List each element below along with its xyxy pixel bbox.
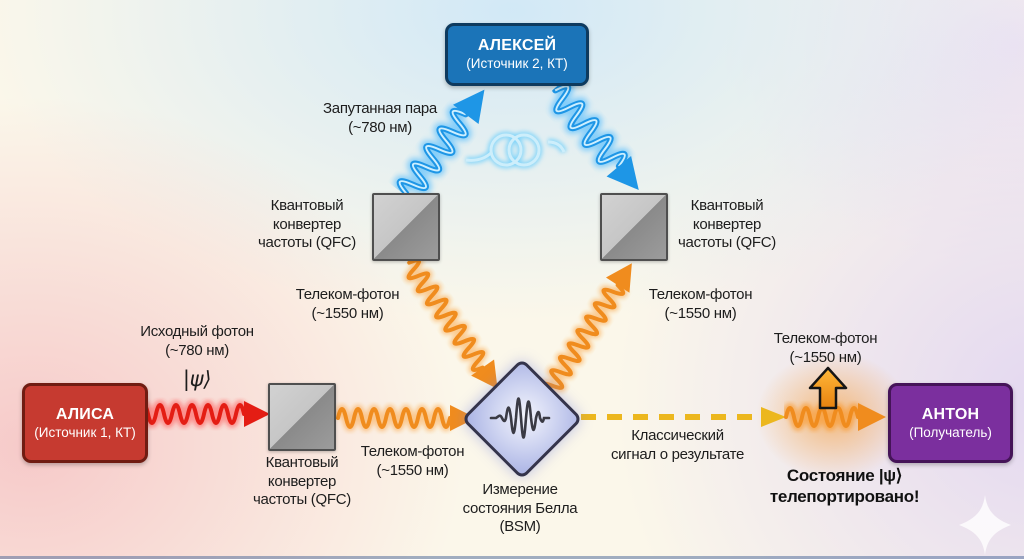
psi-state-symbol: |ψ⟩ xyxy=(182,367,212,392)
node-anton-subtitle: (Получатель) xyxy=(909,424,992,440)
label-state-teleported: Состояние |ψ⟩ телепортировано! xyxy=(769,466,920,507)
label-source-photon: Исходный фотон (~780 нм) |ψ⟩ xyxy=(132,323,262,392)
label-entangled-pair: Запутанная пара (~780 нм) xyxy=(323,100,437,136)
label-qfc-top-left: Квантовый конвертер частоты (QFC) xyxy=(258,197,356,252)
label-qfc-top-right: Квантовый конвертер частоты (QFC) xyxy=(678,197,776,252)
label-classical-signal: Классический сигнал о результате xyxy=(610,427,745,463)
entangled-rings-icon xyxy=(460,118,570,187)
classical-signal-dashed-arrow-icon xyxy=(578,402,793,437)
node-alice-title: АЛИСА xyxy=(55,405,115,423)
node-alice: АЛИСА (Источник 1, КТ) xyxy=(22,383,148,463)
qfc-box-top-left xyxy=(372,193,440,261)
label-bsm: Измерение состояния Белла (BSM) xyxy=(462,481,578,536)
qfc-box-bottom xyxy=(268,383,336,451)
source-photon-wave-icon xyxy=(135,392,288,441)
telecom-wave-right-icon xyxy=(528,244,659,409)
node-alexey-subtitle: (Источник 2, КТ) xyxy=(466,56,568,72)
entangled-wave-right-icon xyxy=(532,73,663,214)
telecom-wave-left-icon xyxy=(386,248,521,411)
node-anton: АНТОН (Получатель) xyxy=(888,383,1013,463)
node-alexey: АЛЕКСЕЙ (Источник 2, КТ) xyxy=(445,23,589,86)
telecom-wave-bottom-icon xyxy=(333,396,486,445)
label-telecom-upper-right: Телеком-фотон (~1550 нм) xyxy=(648,286,753,322)
qfc-box-top-right xyxy=(600,193,668,261)
node-alice-subtitle: (Источник 1, КТ) xyxy=(34,424,136,440)
label-telecom-anton: Телеком-фотон (~1550 нм) xyxy=(773,330,878,366)
bottom-edge-bar xyxy=(0,556,1024,559)
up-arrow-icon xyxy=(806,366,850,417)
entangled-wave-left-icon xyxy=(386,69,513,213)
wave-packet-icon xyxy=(488,386,552,453)
node-anton-title: АНТОН xyxy=(921,405,980,423)
label-qfc-bottom: Квантовый конвертер частоты (QFC) xyxy=(253,454,351,509)
node-alexey-title: АЛЕКСЕЙ xyxy=(477,37,557,55)
label-telecom-bottom: Телеком-фотон (~1550 нм) xyxy=(360,443,465,479)
sparkle-icon xyxy=(958,494,1012,559)
label-telecom-upper-left: Телеком-фотон (~1550 нм) xyxy=(295,286,400,322)
